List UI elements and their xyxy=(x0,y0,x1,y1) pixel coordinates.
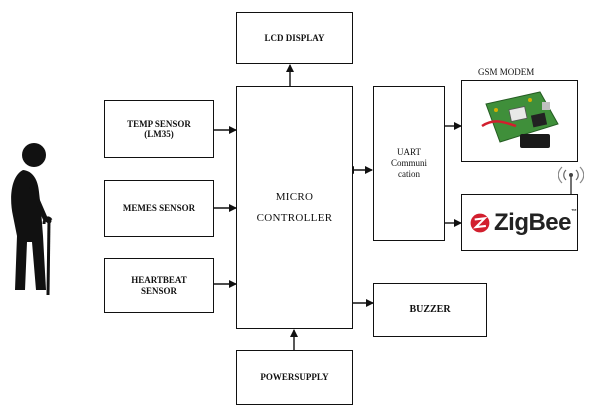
gsm-modem-block xyxy=(461,80,578,162)
uart-label: UART Communi cation xyxy=(391,147,427,179)
mems-sensor-block: MEMES SENSOR xyxy=(104,180,214,237)
zigbee-logo-icon xyxy=(470,206,490,240)
zigbee-trademark: ™ xyxy=(571,209,577,216)
temp-sensor-block: TEMP SENSOR (LM35) xyxy=(104,100,214,158)
zigbee-block: ZigBee ™ xyxy=(461,194,578,251)
gsm-modem-caption: GSM MODEM xyxy=(478,67,534,77)
elderly-person-icon xyxy=(5,138,55,298)
mems-sensor-label: MEMES SENSOR xyxy=(123,203,195,213)
microcontroller-block: MICRO CONTROLLER xyxy=(236,86,353,329)
lcd-display-block: LCD DISPLAY xyxy=(236,12,353,64)
zigbee-wordmark: ZigBee xyxy=(494,209,571,237)
microcontroller-label: MICRO CONTROLLER xyxy=(257,187,333,229)
temp-sensor-label: TEMP SENSOR (LM35) xyxy=(127,119,191,140)
heartbeat-sensor-label: HEARTBEAT SENSOR xyxy=(131,275,187,296)
buzzer-block: BUZZER xyxy=(373,283,487,337)
buzzer-label: BUZZER xyxy=(409,304,450,316)
lcd-display-label: LCD DISPLAY xyxy=(265,33,325,43)
uart-block: UART Communi cation xyxy=(373,86,445,241)
power-supply-block: POWERSUPPLY xyxy=(236,350,353,405)
power-supply-label: POWERSUPPLY xyxy=(260,372,328,382)
antenna-icon xyxy=(558,165,584,195)
heartbeat-sensor-block: HEARTBEAT SENSOR xyxy=(104,258,214,313)
gsm-board-icon xyxy=(470,86,570,156)
